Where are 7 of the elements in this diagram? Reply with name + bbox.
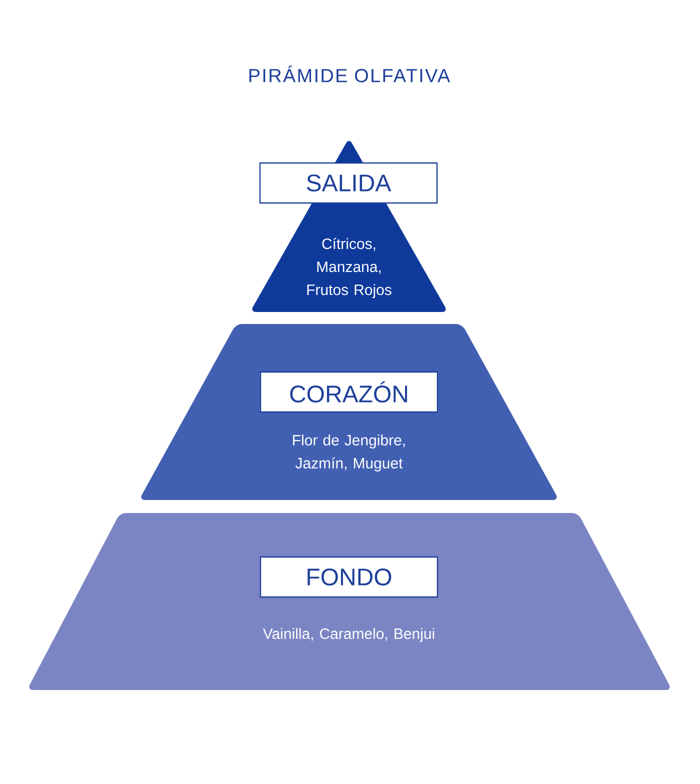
notes-text: Vainilla, Caramelo, Benjui (262, 628, 434, 642)
notes-text: Cítricos, Manzana, Frutos Rojos (307, 238, 392, 298)
title: PIRÁMIDE OLFATIVA (249, 66, 450, 82)
heading-box: CORAZÓN (260, 371, 438, 413)
pyramid-tier (29, 513, 670, 690)
notes-text: Flor de Jengibre, Jazmín, Muguet (293, 434, 405, 472)
heading-box: FONDO (260, 556, 438, 598)
